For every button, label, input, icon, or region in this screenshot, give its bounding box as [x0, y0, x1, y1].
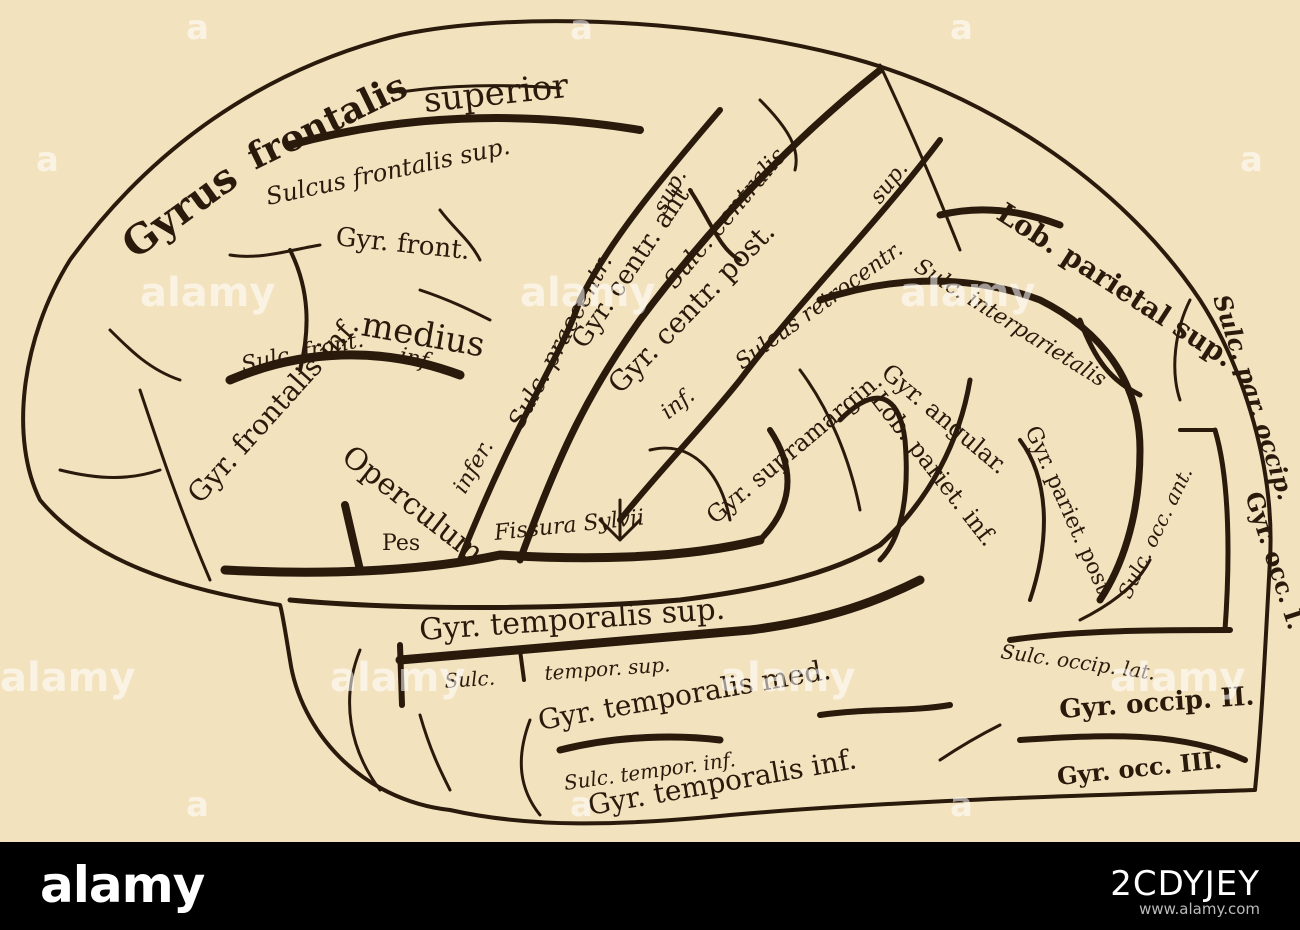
label-inf-post: inf.: [656, 383, 699, 425]
label-gyr-pariet-post: Gyr. pariet. post.: [1020, 422, 1119, 603]
sulcus-centralis: [516, 66, 884, 564]
alamy-logo[interactable]: alamy: [40, 856, 205, 914]
sulcus-frontalis-inf: [225, 350, 465, 385]
watermark-mark: a: [570, 785, 593, 825]
brain-lateral-diagram: Gyrus frontalis superior Sulcus frontali…: [21, 19, 1300, 826]
watermark-mark: a: [570, 8, 593, 48]
watermark-word: alamy: [0, 655, 136, 701]
fissura-sylvii-line: [220, 535, 765, 577]
label-gyr-occ-i: Gyr. occ. I.: [1239, 488, 1300, 633]
watermark-mark: a: [950, 8, 973, 48]
label-gyr-front: Gyr. front.: [334, 222, 471, 266]
sulcus-occip-lat: [1007, 627, 1233, 643]
label-fissura-sylvii: Fissura Sylvii: [492, 505, 646, 546]
sulcus-frontalis-sup: [286, 114, 644, 149]
temporal-superior-boundary: [287, 377, 973, 610]
brain-diagram-plate: Gyrus frontalis superior Sulcus frontali…: [0, 0, 1300, 842]
brain-outline: [21, 19, 1273, 826]
watermark-word: alamy: [330, 655, 466, 701]
label-gyr-occ-iii: Gyr. occ. III.: [1056, 745, 1224, 791]
watermark-mark: a: [1240, 140, 1263, 180]
watermark-word: alamy: [900, 270, 1036, 316]
label-gyr-frontalis-inf: Gyr. frontalis inf.: [181, 310, 366, 510]
sulcus-interparietalis: [816, 277, 1144, 604]
sulcus-temporalis-sup: [395, 575, 925, 665]
label-pes: Pes: [382, 531, 420, 556]
watermark-word: alamy: [1110, 655, 1246, 701]
sulcus-retrocentralis: [617, 137, 943, 523]
label-superior: superior: [422, 66, 571, 121]
label-sulc-occ-ant: Sulc. occ. ant.: [1113, 463, 1197, 602]
label-sulc-tempor-sup-b: tempor. sup.: [544, 652, 671, 685]
sulcus-temporalis-inf: [556, 733, 724, 754]
sulcus-praecentralis: [457, 107, 723, 563]
watermark-mark: a: [950, 785, 973, 825]
watermark-mark: a: [186, 785, 209, 825]
watermark-word: alamy: [720, 655, 856, 701]
label-sulc-tempor-sup-a: Sulc.: [444, 666, 496, 693]
stock-footer-bar: alamy 2CDYJEY www.alamy.com: [0, 842, 1300, 930]
site-url[interactable]: www.alamy.com: [1139, 900, 1260, 918]
watermark-mark: a: [186, 8, 209, 48]
sylvian-posterior: [757, 427, 791, 543]
label-gyrus: Gyrus: [113, 154, 246, 268]
image-id: 2CDYJEY: [1110, 864, 1260, 904]
watermark-word: alamy: [140, 270, 276, 316]
watermark-mark: a: [36, 140, 59, 180]
sylvian-branch-up: [341, 501, 364, 574]
watermark-word: alamy: [520, 270, 656, 316]
